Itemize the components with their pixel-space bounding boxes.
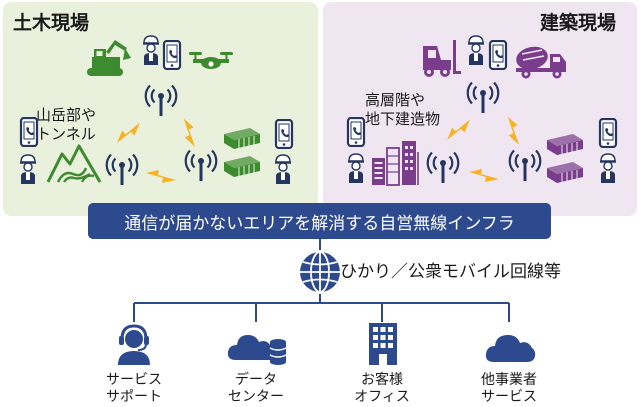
drone-icon [189, 52, 233, 69]
cement-mixer-truck-icon [516, 46, 566, 79]
mountain-tunnel-icon [46, 144, 102, 183]
service-label: サービスサポート [106, 372, 162, 405]
cloud-database-icon [227, 335, 287, 365]
civil-area-label: 山岳部や トンネル [36, 106, 97, 143]
building-area-label: 高層階や 地下建造物 [365, 91, 441, 128]
forklift-icon [423, 40, 461, 77]
buildings-icon [372, 141, 419, 186]
service-label: お客様オフィス [354, 372, 410, 405]
building-site-title: 建築現場 [540, 12, 617, 34]
headset-operator-icon [118, 324, 150, 365]
office-building-icon [369, 323, 397, 365]
globe-icon [300, 251, 340, 293]
private-wireless-banner: 通信が届かないエリアを解消する自営無線インフラ [88, 203, 551, 239]
cloud-icon [485, 335, 536, 362]
excavator-icon [87, 40, 131, 76]
civil-site-title: 土木現場 [13, 12, 90, 34]
network-line-label: ひかり／公衆モバイル回線等 [340, 262, 561, 282]
service-label: 他事業者サービス [481, 372, 537, 405]
service-label: データセンター [228, 372, 284, 405]
